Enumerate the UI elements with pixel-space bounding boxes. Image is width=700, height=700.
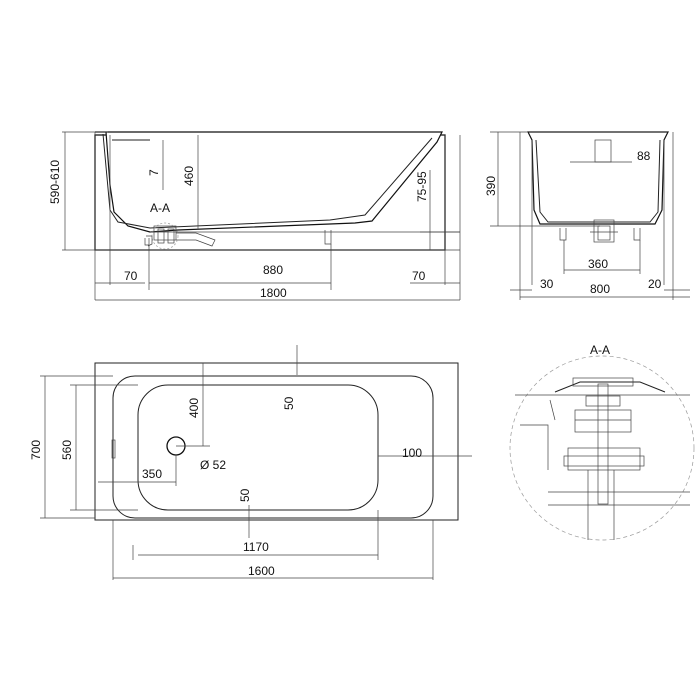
end-leg-span-label: 360 (588, 257, 608, 271)
end-left-offset-label: 30 (540, 277, 554, 291)
top-inner-width-label: 560 (60, 440, 74, 460)
side-left-offset-label: 70 (124, 269, 138, 283)
detail-title: A-A (590, 343, 610, 357)
side-drain-assembly (146, 222, 216, 250)
end-drain-assembly (590, 219, 618, 243)
top-inner-length-label: 1170 (243, 540, 269, 554)
side-tub-shell (95, 131, 443, 233)
end-right-offset-label: 20 (648, 277, 662, 291)
side-depth-inner-label: 460 (182, 166, 196, 186)
side-view: 590-610 460 7 A-A 75-95 70 880 70 1800 (48, 131, 461, 301)
side-small-gap-label: 7 (147, 169, 161, 176)
side-leg-adjust-label: 75-95 (415, 171, 429, 202)
top-margin-right-label: 100 (402, 446, 422, 460)
side-legs (144, 230, 332, 246)
top-drain-offset-y-label: 400 (187, 398, 201, 418)
end-view: 390 88 360 30 800 20 (484, 131, 690, 300)
top-view: 700 560 400 50 Ø 52 350 50 100 1170 1600 (29, 345, 472, 580)
top-outer-rim (94, 362, 459, 521)
top-inner-basin (137, 384, 379, 511)
top-margin-top-label: 50 (282, 396, 296, 410)
top-margin-bottom-label: 50 (238, 488, 252, 502)
top-drain-offset-x-label: 350 (142, 467, 162, 481)
end-tub-shell (527, 131, 669, 225)
side-right-offset-label: 70 (412, 269, 426, 283)
end-drain-width-label: 88 (637, 149, 651, 163)
side-total-length-label: 1800 (260, 286, 287, 300)
end-height-label: 390 (484, 176, 498, 196)
side-leg-span-label: 880 (263, 263, 283, 277)
end-total-width-label: 800 (590, 282, 610, 296)
detail-section-a-a: A-A (509, 343, 695, 541)
top-total-width-label: 700 (29, 440, 43, 460)
end-legs (559, 228, 641, 241)
side-section-marker: A-A (150, 201, 170, 215)
top-rim-length-label: 1600 (248, 564, 275, 578)
top-drain-diameter-label: Ø 52 (200, 458, 226, 472)
side-total-height-label: 590-610 (48, 160, 62, 204)
